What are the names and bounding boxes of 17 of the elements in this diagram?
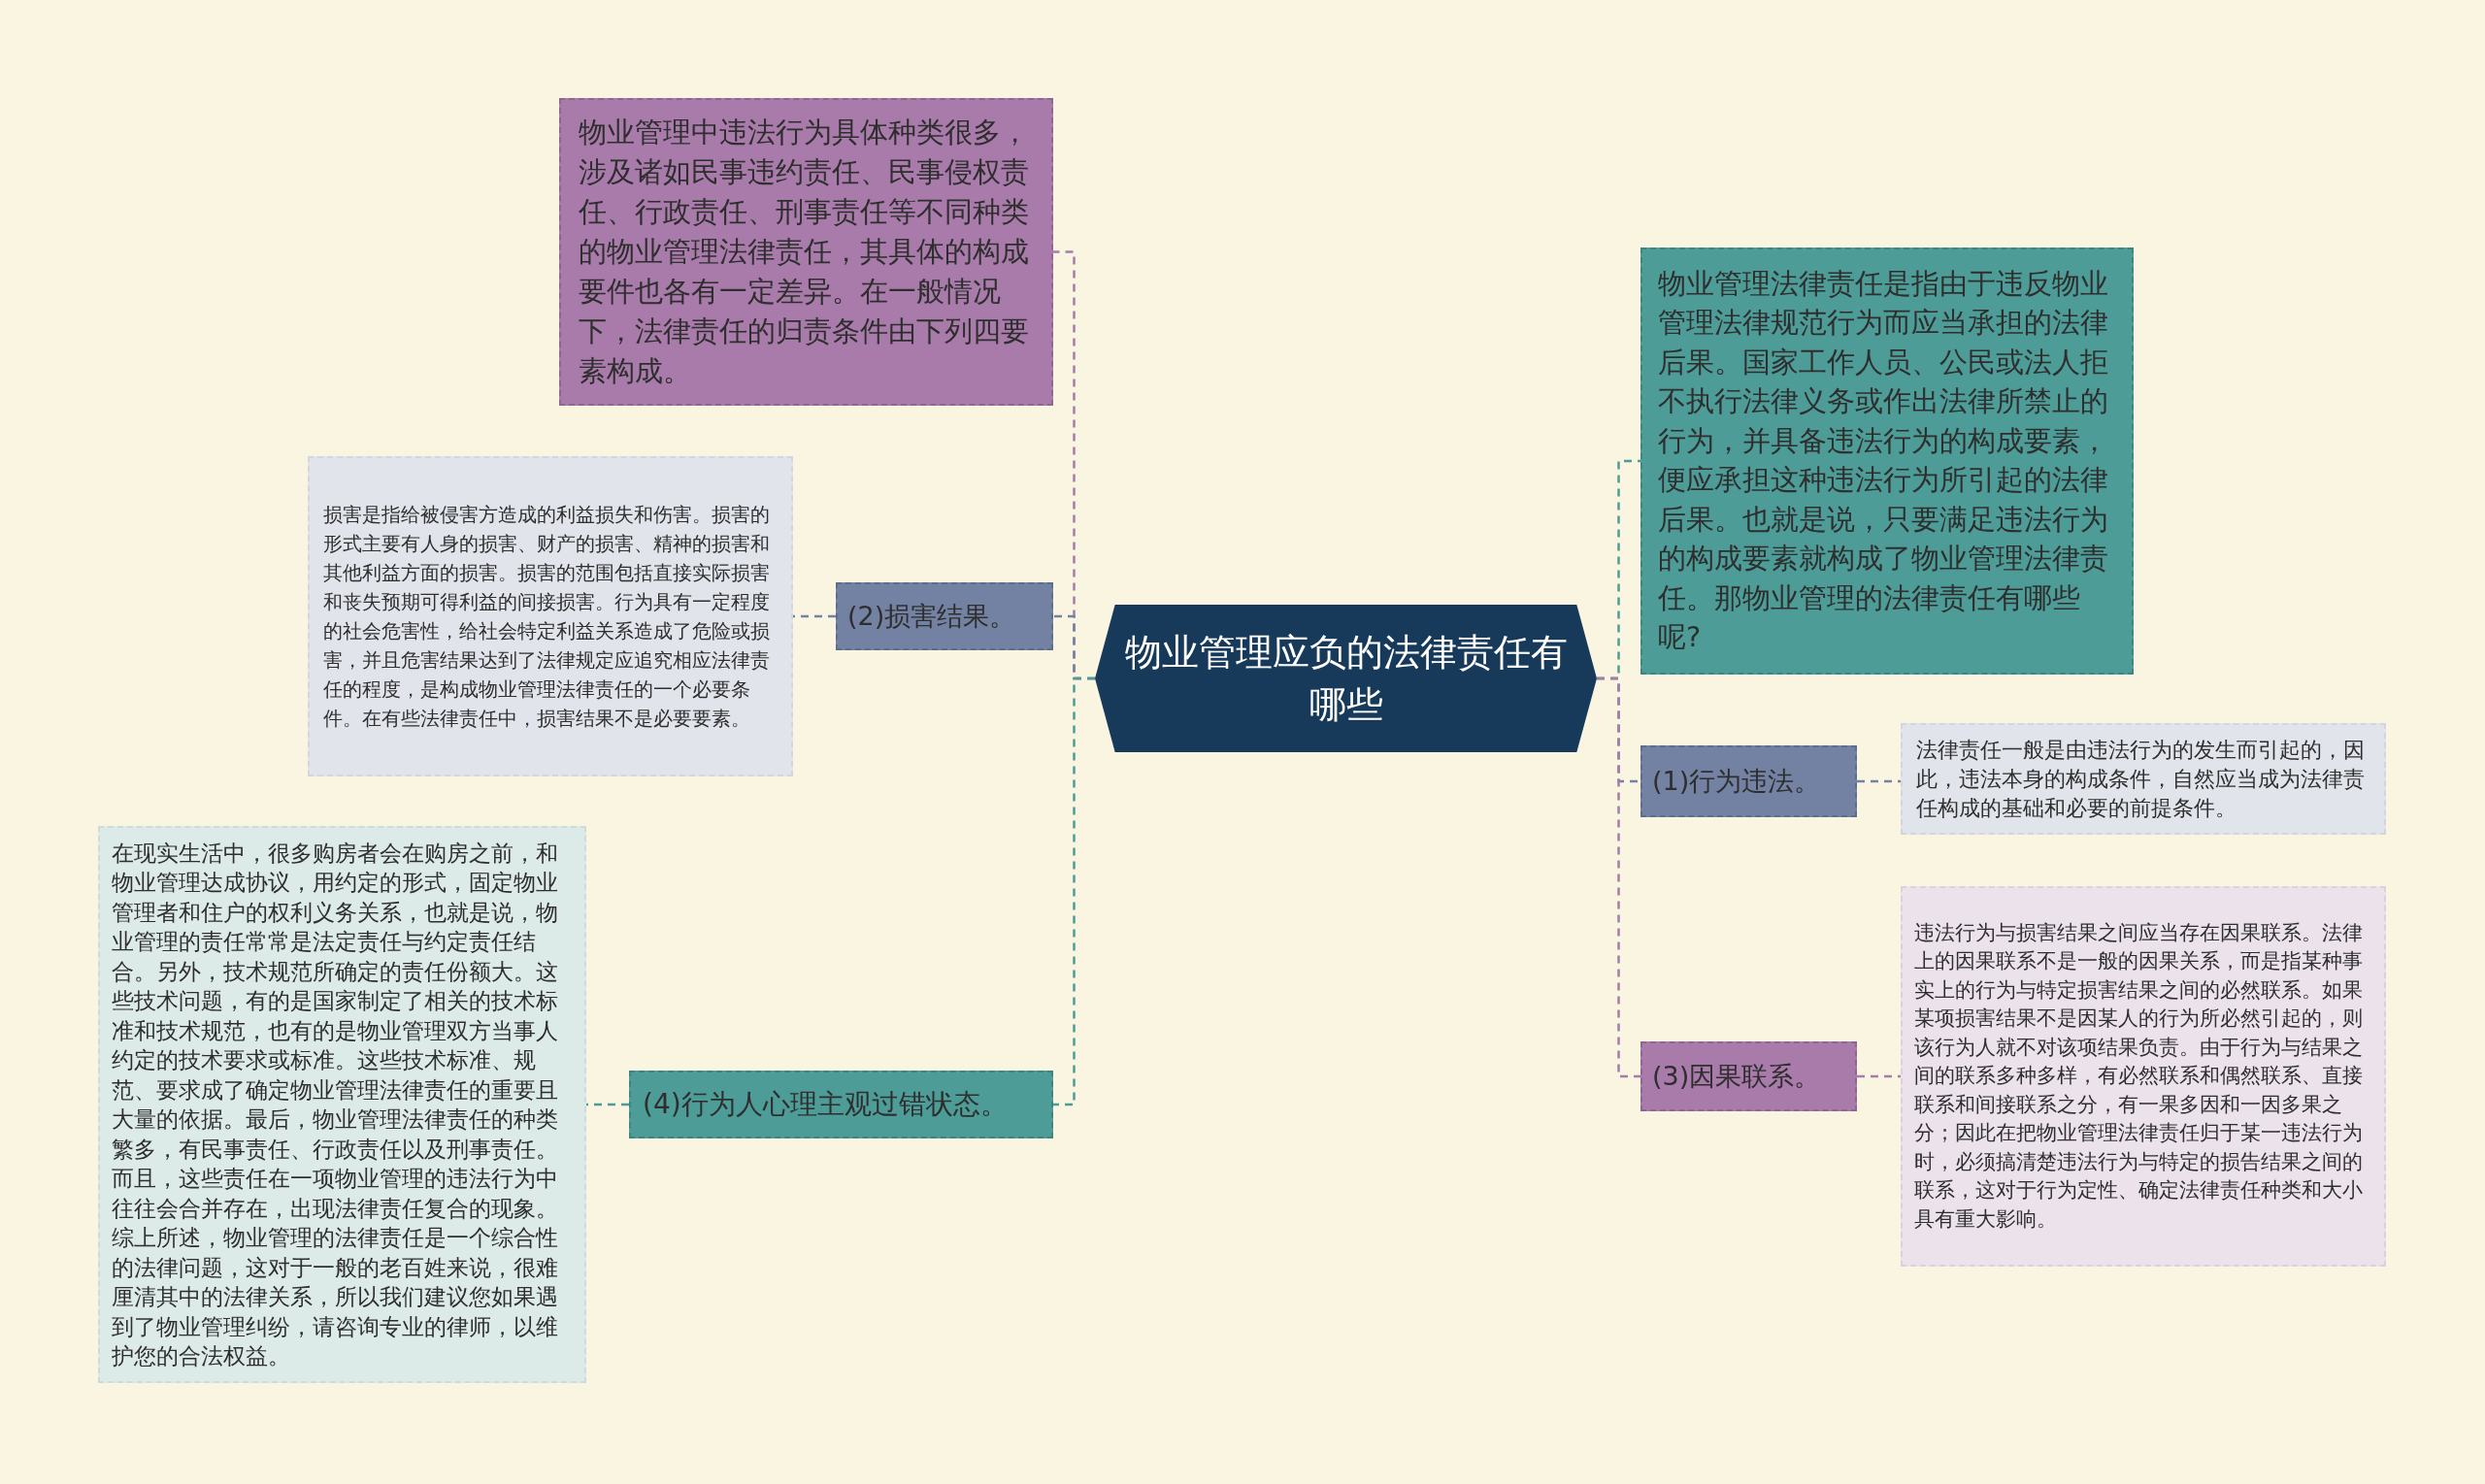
topic-box: (2)损害结果。 (836, 582, 1053, 650)
connector-line (1597, 676, 1640, 1078)
connector-line (793, 614, 836, 618)
topic-box: (1)行为违法。 (1640, 745, 1857, 817)
note-box: 违法行为与损害结果之间应当存在因果联系。法律上的因果联系不是一般的因果关系，而是指某种事实上的行为与特定损害结果之间的必然联系。如果某项损害结果不是因某人的行为所必然引起的，则该行为人就不对该项结果负责。由于行为与结果之间的联系多种多样，有必然联系和偶然联系、直接联系和间接联系之分，有一果多因和一因多果之分；因此在把物业管理法律责任归于某一违法行为时，必须搞清楚违法行为与特定的损告结果之间的联系，这对于行为定性、确定法律责任种类和大小具有重大影响。 (1901, 886, 2386, 1267)
connector-line (1053, 676, 1095, 1106)
topic-box: 物业管理法律责任是指由于违反物业管理法律规范行为而应当承担的法律后果。国家工作人员、公民或法人拒不执行法律义务或作出法律所禁止的行为，并具备违法行为的构成要素，便应承担这种违法行为所引起的法律后果。也就是说，只要满足违法行为的构成要素就构成了物业管理法律责任。那物业管理的法律责任有哪些呢? (1640, 247, 2134, 675)
topic-box: (3)因果联系。 (1640, 1041, 1857, 1111)
topic-box: (4)行为人心理主观过错状态。 (629, 1071, 1053, 1138)
topic-box: 物业管理中违法行为具体种类很多，涉及诸如民事违约责任、民事侵权责任、行政责任、刑事责任等不同种类的物业管理法律责任，其具体的构成要件也各有一定差异。在一般情况下，法律责任的归责条件由下列四要素构成。 (559, 98, 1053, 406)
connector-line (1857, 1074, 1901, 1078)
connector-line (586, 1103, 629, 1106)
note-box: 法律责任一般是由违法行为的发生而引起的，因此，违法本身的构成条件，自然应当成为法律责任构成的基础和必要的前提条件。 (1901, 723, 2386, 835)
connector-line (1857, 779, 1901, 783)
topic-title: 物业管理应负的法律责任有哪些 (1123, 630, 1569, 728)
note-box: 损害是指给被侵害方造成的利益损失和伤害。损害的形式主要有人身的损害、财产的损害、精神的损害和其他利益方面的损害。损害的范围包括直接实际损害和丧失预期可得利益的间接损害。行为具有一定程度的社会危害性，给社会特定利益关系造成了危险或损害，并且危害结果达到了法律规定应追究相应法律责任的程度，是构成物业管理法律责任的一个必要条件。在有些法律责任中，损害结果不是必要要素。 (308, 456, 793, 776)
note-box: 在现实生活中，很多购房者会在购房之前，和物业管理达成协议，用约定的形式，固定物业管理者和住户的权利义务关系，也就是说，物业管理的责任常常是法定责任与约定责任结合。另外，技术规范所确定的责任份额大。这些技术问题，有的是国家制定了相关的技术标准和技术规范，也有的是物业管理双方当事人约定的技术要求或标准。这些技术标准、规范、要求成了确定物业管理法律责任的重要且大量的依据。最后，物业管理法律责任的种类繁多，有民事责任、行政责任以及刑事责任。而且，这些责任在一项物业管理的违法行为中往往会合并存在，出现法律责任复合的现象。综上所述，物业管理的法律责任是一个综合性的法律问题，这对于一般的老百姓来说，很难厘清其中的法律关系，所以我们建议您如果遇到了物业管理纠纷，请咨询专业的律师，以维护您的合法权益。 (98, 826, 586, 1383)
